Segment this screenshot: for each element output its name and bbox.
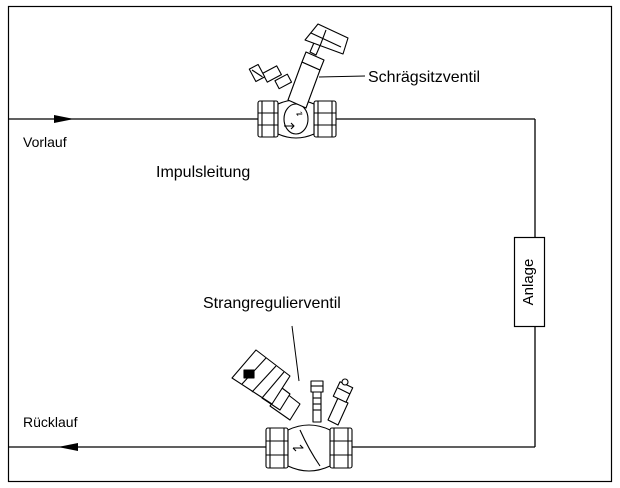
supply-label: Vorlauf	[23, 134, 67, 150]
diagram-frame	[7, 5, 613, 483]
return-flow-arrow	[58, 443, 78, 451]
balancing-valve-label: Strangregulierventil	[203, 295, 341, 312]
angle-seat-valve: ⇌	[248, 23, 349, 139]
balancing-valve	[231, 349, 354, 472]
angle-seat-valve-label: Schrägsitzventil	[368, 69, 480, 86]
supply-flow-arrow	[54, 115, 74, 123]
svg-text:⇌: ⇌	[296, 109, 303, 118]
impulse-line-label: Impulsleitung	[156, 164, 250, 181]
return-label: Rücklauf	[23, 414, 78, 430]
balancing-valve-leader	[291, 325, 300, 382]
piping	[9, 118, 536, 448]
angle-seat-valve-leader	[318, 75, 366, 78]
system-label: Anlage	[520, 259, 537, 306]
system-box	[513, 236, 546, 328]
